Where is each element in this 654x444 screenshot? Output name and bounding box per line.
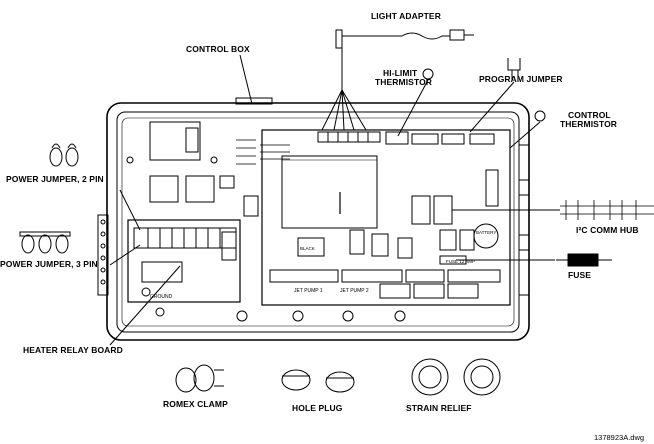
main-circuit-board xyxy=(261,129,511,306)
battery xyxy=(473,223,499,249)
board-label-black: BLACK xyxy=(300,246,315,251)
label-power-jumper-2pin: POWER JUMPER, 2 PIN xyxy=(6,174,104,184)
board-label-battery: BATTERY xyxy=(476,230,496,235)
label-power-jumper-3pin: POWER JUMPER, 3 PIN xyxy=(0,259,98,269)
board-label-jet-pump-2: JET PUMP 2 xyxy=(340,288,369,294)
label-control-line1: CONTROL xyxy=(568,110,611,120)
enclosure-lip xyxy=(121,117,515,327)
transformer xyxy=(281,155,378,229)
label-hole-plug: HOLE PLUG xyxy=(292,403,343,413)
label-strain-relief: STRAIN RELIEF xyxy=(406,403,472,413)
board-label-fuse-rating: FUSE 12 AMP xyxy=(446,259,475,264)
label-hi-limit-line1: HI-LIMIT xyxy=(383,68,418,78)
heater-relay-board xyxy=(127,219,241,303)
label-romex-clamp: ROMEX CLAMP xyxy=(163,399,228,409)
drawing-number: 1378923A.dwg xyxy=(594,433,645,442)
label-light-adapter: LIGHT ADAPTER xyxy=(371,11,441,21)
label-control-thermistor: CONTROL THERMISTOR xyxy=(560,111,617,129)
label-control-line2: THERMISTOR xyxy=(560,118,618,129)
label-control-box: CONTROL BOX xyxy=(186,44,250,54)
label-hi-limit-line2: THERMISTOR xyxy=(375,76,433,87)
label-program-jumper: PROGRAM JUMPER xyxy=(479,74,563,84)
enclosure-inner xyxy=(116,111,520,333)
board-label-jet-pump-1: JET PUMP 1 xyxy=(294,288,323,294)
board-label-ground: GROUND xyxy=(150,294,173,300)
label-heater-relay-board: HEATER RELAY BOARD xyxy=(23,345,123,355)
fuse-graphic xyxy=(567,253,599,267)
label-i2c-comm-hub: I²C COMM HUB xyxy=(576,225,639,235)
light-adapter-cable xyxy=(342,32,450,40)
label-fuse: FUSE xyxy=(568,270,592,280)
label-hi-limit-thermistor: HI-LIMIT THERMISTOR xyxy=(375,69,432,87)
left-knockout-strip xyxy=(97,214,109,296)
